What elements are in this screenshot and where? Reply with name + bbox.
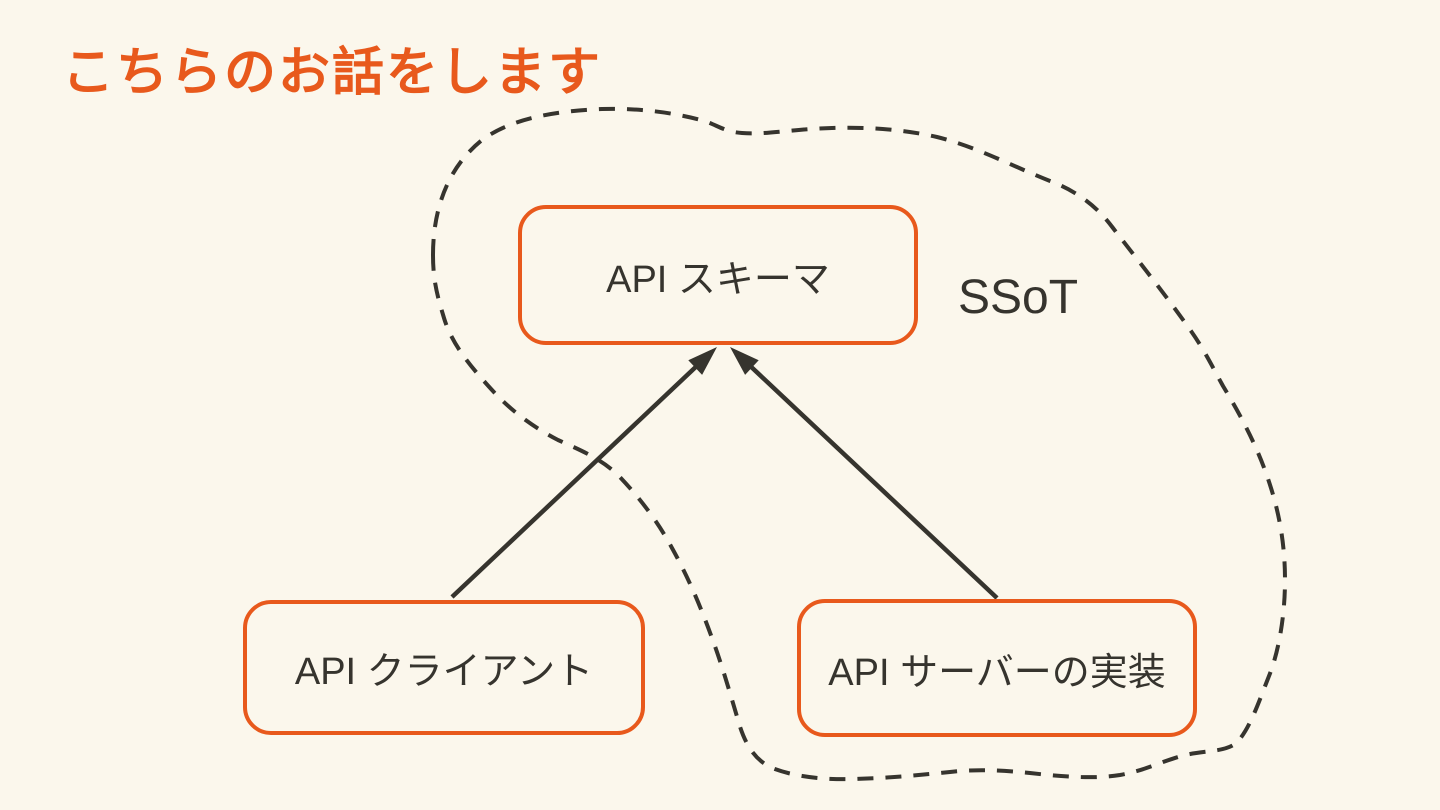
edge-server-to-schema-line [744,360,999,600]
edge-server-to-schema [730,347,999,600]
edge-client-to-schema-line [450,360,703,599]
edge-client-to-schema-arrowhead [688,347,717,375]
edge-client-to-schema [450,347,717,599]
node-api-server: API サーバーの実装 [797,599,1197,737]
ssot-group-dashed-outline [431,106,1287,782]
slide-title: こちらのお話をします [62,44,603,102]
edge-server-to-schema-arrowhead [730,347,759,375]
node-api-client-label: API クライアント [294,651,594,693]
ssot-annotation: SSoT [958,271,1079,324]
node-api-schema-label: API スキーマ [606,258,830,301]
node-api-schema: API スキーマ [518,205,918,345]
node-api-server-label: API サーバーの実装 [828,651,1166,694]
node-api-client: API クライアント [243,600,645,735]
